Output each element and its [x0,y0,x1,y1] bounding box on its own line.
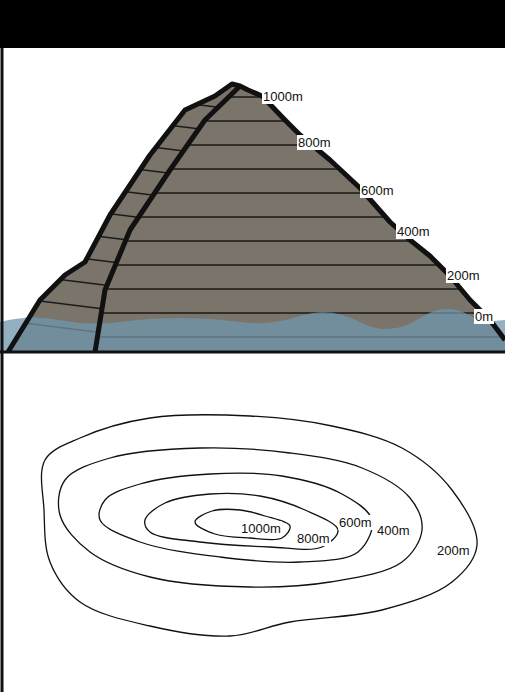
slice-line [0,120,505,122]
slice-line [0,152,240,182]
slice-line [0,240,505,242]
slice-line [0,128,240,158]
mountain-outline [8,84,505,352]
contour-label: 1000m [240,521,282,536]
contour-map [41,415,477,637]
sea-water [0,309,505,352]
elevation-label: 1000m [262,89,304,104]
left-border [1,48,4,692]
elevation-label: 800m [297,135,332,150]
contour-line [58,448,422,587]
slice-line [0,192,505,194]
slice-line [0,288,505,290]
slice-line [0,80,240,110]
slice-line [0,96,505,98]
elevation-label: 0m [474,309,494,324]
panel-divider [0,351,505,354]
elevation-label: 600m [360,183,395,198]
slice-line [0,144,505,146]
elevation-label: 400m [396,224,431,239]
contour-line [41,415,477,637]
contour-label: 600m [338,515,373,530]
contour-line [195,509,290,540]
mountain-body [8,84,505,352]
elevation-label: 200m [446,268,481,283]
contour-label: 800m [296,531,331,546]
contour-label: 400m [376,523,411,538]
cut-line [95,86,240,352]
slice-line [0,168,505,170]
contour-label: 200m [436,543,471,558]
slice-line [0,216,505,218]
contour-line [99,473,372,562]
top-bar [0,0,505,48]
contour-line [145,493,338,549]
contour-slices [0,97,505,337]
slice-line [0,272,240,302]
